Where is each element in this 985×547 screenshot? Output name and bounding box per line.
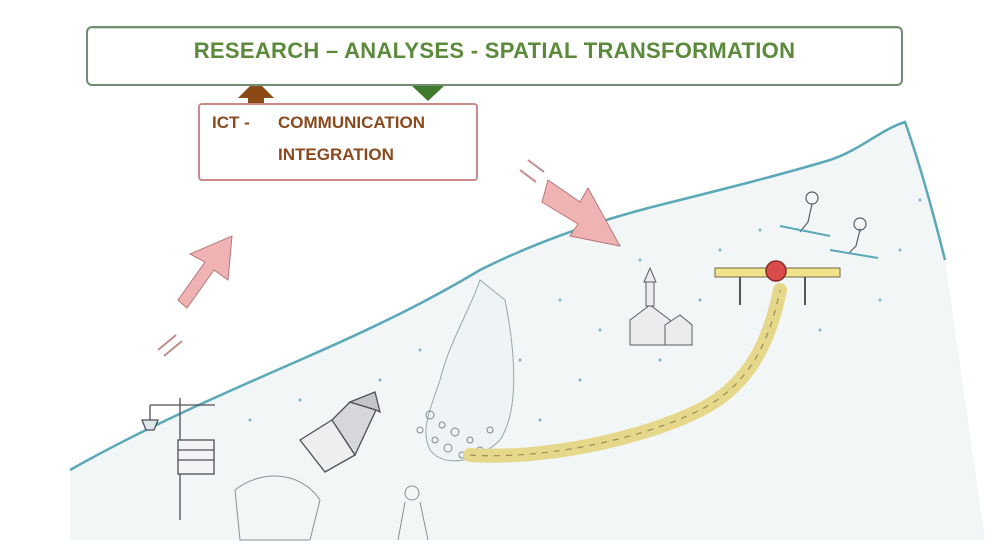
research-banner: RESEARCH – ANALYSES - SPATIAL TRANSFORMA… xyxy=(86,26,903,86)
field-sketches xyxy=(234,475,429,541)
snow-speckles xyxy=(248,198,922,422)
ict-communication: COMMUNICATION xyxy=(278,113,425,132)
mountain-slope xyxy=(70,122,985,540)
up-arrow-icon xyxy=(238,80,274,104)
pink-arrow-up-icon xyxy=(157,235,233,357)
road-center-line xyxy=(469,289,781,457)
banner-title: RESEARCH – ANALYSES - SPATIAL TRANSFORMA… xyxy=(193,38,796,63)
ict-box: ICT - COMMUNICATION INTEGRATION xyxy=(198,103,478,181)
pink-arrow-down-icon xyxy=(519,159,621,247)
ict-prefix: ICT - xyxy=(212,113,250,132)
camera-icon xyxy=(299,391,381,473)
rock-slide xyxy=(425,279,515,462)
skiers-icon xyxy=(779,191,879,259)
mountain-ridge xyxy=(69,120,947,472)
village-icon xyxy=(629,266,693,346)
ict-integration: INTEGRATION xyxy=(278,145,394,164)
weather-station-icon xyxy=(141,398,215,520)
barrier-icon xyxy=(714,260,841,305)
